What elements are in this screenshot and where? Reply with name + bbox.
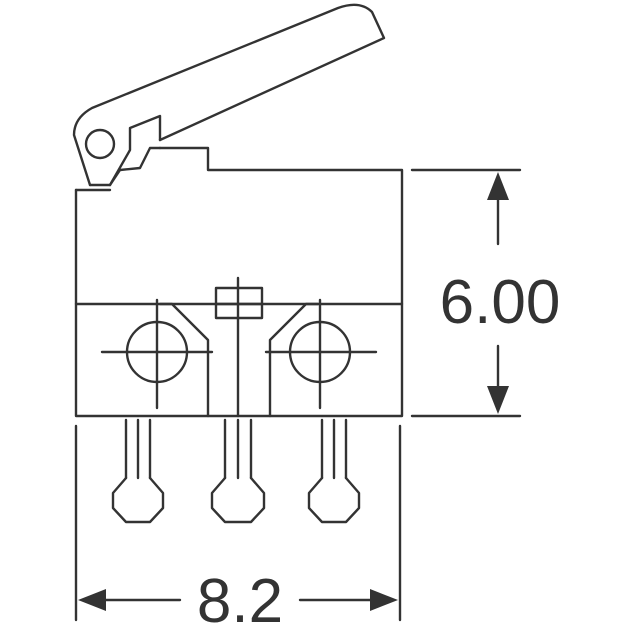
- height-dimension-label: 6.00: [440, 268, 561, 337]
- mounting-hole-right: [264, 298, 378, 418]
- mounting-hole-left: [100, 298, 214, 418]
- width-arrow-right: [370, 589, 398, 611]
- lever-arm: [72, 3, 386, 187]
- terminal-left: [111, 418, 165, 524]
- terminal-center: [210, 418, 266, 524]
- height-dimension: 6.00: [410, 168, 561, 418]
- height-arrow-down: [487, 386, 509, 414]
- terminal-right: [307, 418, 361, 524]
- center-marker: [214, 276, 264, 418]
- width-dimension-label: 8.2: [197, 567, 283, 636]
- lever-roller-pivot: [84, 128, 116, 160]
- width-dimension: 8.2: [74, 424, 402, 636]
- height-arrow-up: [487, 172, 509, 200]
- width-arrow-left: [78, 589, 106, 611]
